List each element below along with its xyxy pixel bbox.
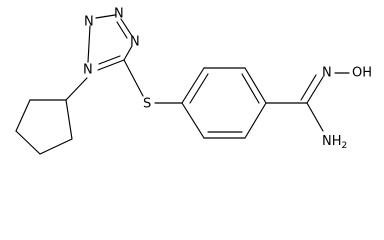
thioether-link [123, 59, 183, 104]
hydroxyl-label: OH [352, 66, 372, 81]
bond-n1-n2 [87, 25, 91, 63]
bond-ar-4 [244, 102, 267, 139]
bond-cp-2 [39, 138, 73, 155]
benzene-ring [181, 67, 267, 139]
tetrazole-n1-label: N [83, 63, 93, 78]
amine-nh-text: NH [322, 134, 342, 149]
bond-cp-3 [15, 130, 41, 155]
tetrazole-ring [87, 14, 133, 71]
tetrazole-n3-label: N [114, 7, 124, 22]
bond-ar-3 [244, 67, 267, 104]
bond-n3-n4 [120, 18, 133, 37]
bond-c-nh2 [306, 102, 324, 132]
bond-c5-n1 [97, 59, 125, 71]
bond-cp-1 [65, 99, 73, 140]
bond-ar-6 [181, 102, 205, 139]
bond-c-n-oxime-double [300, 74, 317, 101]
oxime-n-label: N [322, 66, 332, 81]
bond-ar-inner-2 [241, 73, 260, 104]
bond-n2-n3 [95, 14, 116, 19]
sulfur-label: S [143, 97, 151, 112]
bond-cp-4 [15, 99, 31, 132]
bond-c5-s [123, 59, 144, 97]
tetrazole-n4-label: N [130, 35, 140, 50]
bond-ar-inner-1 [189, 73, 209, 104]
amine-subscript-text: 2 [342, 141, 348, 151]
bond-c-n-oxime [306, 76, 324, 104]
bond-ar-1 [181, 67, 205, 104]
bond-c5-n1-double [98, 55, 121, 65]
bond-n1-cyclopentyl [65, 77, 88, 101]
cyclopentyl-ring [15, 77, 88, 155]
amine-label: NH2 [322, 134, 347, 151]
amidoxime-group [265, 72, 350, 132]
bond-n4-c5 [123, 45, 133, 61]
chemical-structure-diagram: N N N N S [15, 7, 372, 155]
bond-n3-n4-double [116, 21, 128, 39]
tetrazole-n2-label: N [84, 15, 94, 30]
